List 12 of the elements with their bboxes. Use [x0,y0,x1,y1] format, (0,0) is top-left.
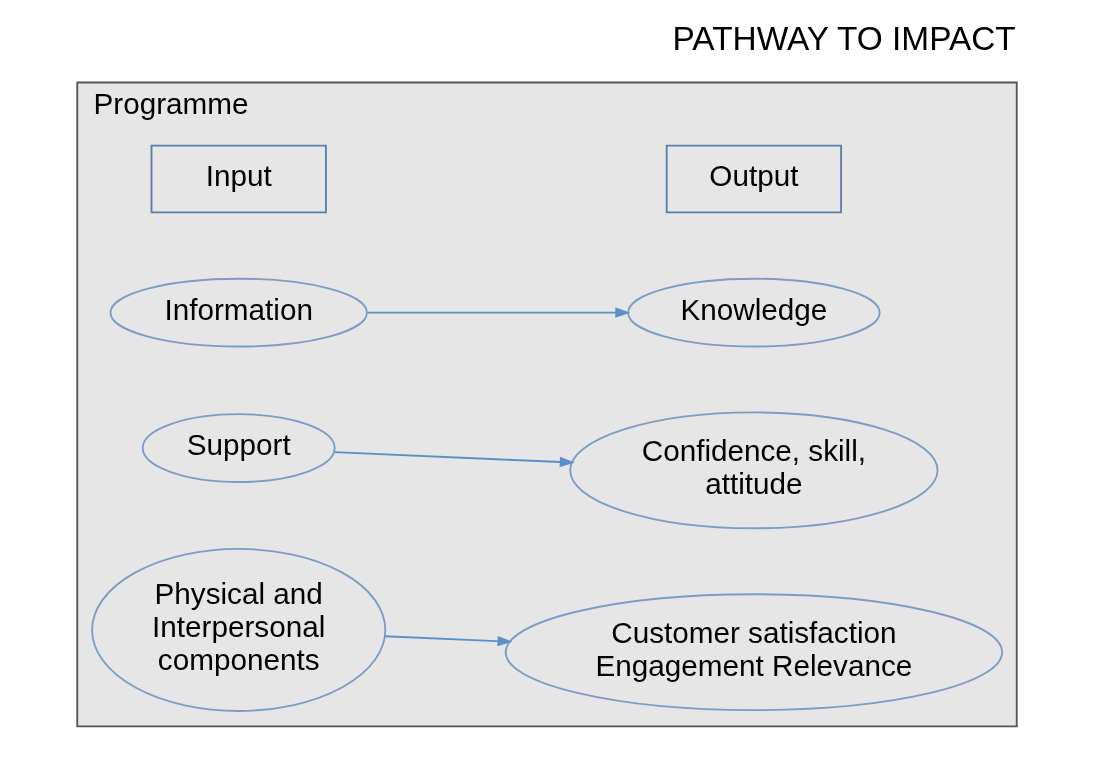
node-ellipse: Support [141,413,336,483]
arrow [384,635,513,647]
node-box: Output [665,144,843,214]
node-ellipse: Physical and Interpersonal components [91,547,387,712]
arrow [366,307,631,318]
arrow [333,451,575,468]
node-ellipse: Information [109,277,368,348]
node-ellipse: Knowledge [627,277,881,348]
node-ellipse: Confidence, skill, attitude [569,411,939,530]
diagram-title: PATHWAY TO IMPACT [672,19,1016,57]
node-box: Input [150,144,327,214]
node-ellipse: Customer satisfaction Engagement Relevance [504,593,1004,712]
